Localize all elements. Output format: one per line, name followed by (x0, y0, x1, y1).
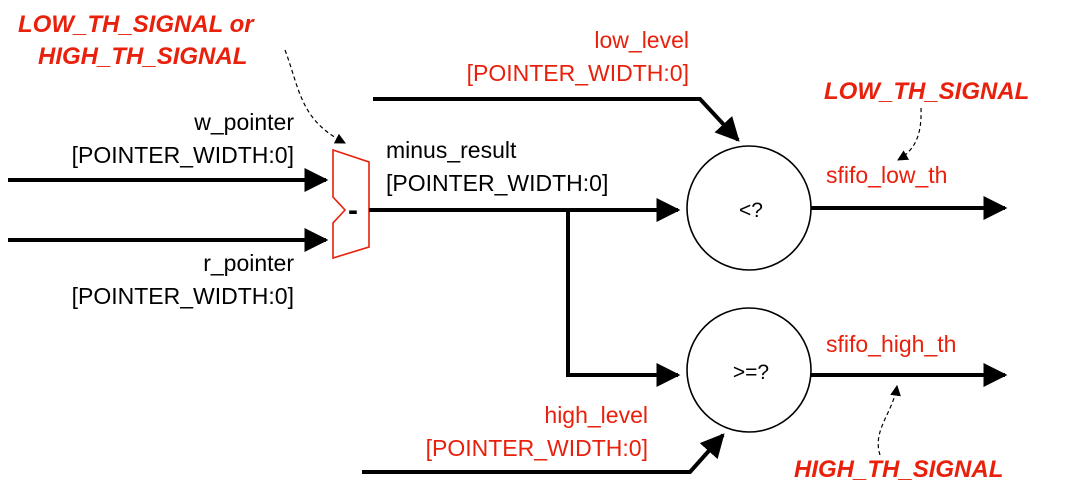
minus-result-width-label: [POINTER_WIDTH:0] (386, 170, 608, 196)
high-level-label: high_level (544, 402, 648, 428)
low-level-wire (373, 97, 740, 142)
minus-result-wire-to-ge (566, 210, 681, 387)
subtractor-annotation-line1: LOW_TH_SIGNAL or (18, 11, 255, 38)
r-pointer-label: r_pointer (203, 250, 294, 276)
low-th-signal-annotation: LOW_TH_SIGNAL (824, 78, 1029, 105)
w-pointer-label: w_pointer (193, 109, 294, 135)
high-th-signal-annotation: HIGH_TH_SIGNAL (794, 456, 1003, 483)
high-level-wire (362, 433, 725, 474)
r-pointer-width-label: [POINTER_WIDTH:0] (72, 283, 294, 309)
low-th-signal-pointer (897, 107, 922, 161)
subtractor-minus-symbol: - (348, 194, 358, 227)
sfifo-high-th-label: sfifo_high_th (826, 331, 956, 357)
subtractor-annotation-pointer (284, 49, 346, 144)
greater-equal-symbol: >=? (733, 361, 769, 384)
low-level-label: low_level (594, 27, 689, 53)
sfifo-low-th-label: sfifo_low_th (826, 162, 947, 188)
low-level-width-label: [POINTER_WIDTH:0] (467, 60, 689, 86)
subtractor-block (332, 148, 370, 260)
greater-equal-comparator (686, 307, 812, 433)
subtractor-annotation-line2: HIGH_TH_SIGNAL (38, 43, 247, 70)
high-th-signal-pointer (877, 384, 901, 456)
minus-result-label: minus_result (386, 137, 517, 163)
less-than-symbol: <? (739, 199, 763, 222)
high-level-width-label: [POINTER_WIDTH:0] (426, 435, 648, 461)
w-pointer-width-label: [POINTER_WIDTH:0] (72, 142, 294, 168)
